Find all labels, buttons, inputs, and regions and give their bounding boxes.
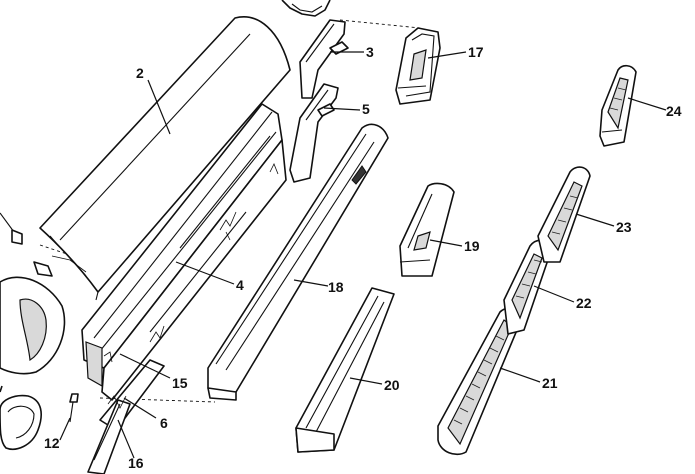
part-18-long-bar: [207, 123, 389, 401]
left-hardware: [0, 212, 66, 450]
callout-15: 15: [172, 375, 188, 391]
part-20-plate: [295, 287, 395, 453]
part-12-screw: [69, 393, 79, 423]
part-23-ribbed-grip: [537, 166, 591, 263]
part-6-lower-rail: [87, 359, 165, 474]
part-19-sleeve: [399, 182, 455, 277]
callout-21: 21: [542, 375, 558, 391]
part-21-ribbed-grip: [437, 307, 523, 456]
part-4-channel: [81, 103, 287, 401]
leader-lines: [59, 51, 667, 459]
callout-17: 17: [468, 44, 484, 60]
callout-4: 4: [236, 277, 244, 293]
part-24-ribbed-grip: [599, 64, 637, 147]
callout-16: 16: [128, 455, 144, 471]
top-bracket-partial: [281, 0, 331, 17]
callout-3: 3: [366, 44, 374, 60]
part-5-bracket: [289, 83, 339, 183]
callout-2: 2: [136, 65, 144, 81]
part-2-cover: [39, 16, 291, 301]
callout-5: 5: [362, 101, 370, 117]
callout-23: 23: [616, 219, 632, 235]
callout-6: 6: [160, 415, 168, 431]
callout-labels: 2 3 4 5 6 12 15 16 17 18 19 20 21 22 23 …: [44, 44, 682, 471]
part-17-block: [395, 27, 441, 105]
callout-18: 18: [328, 279, 344, 295]
callout-22: 22: [576, 295, 592, 311]
callout-12: 12: [44, 435, 60, 451]
callout-24: 24: [666, 103, 682, 119]
callout-19: 19: [464, 238, 480, 254]
callout-20: 20: [384, 377, 400, 393]
